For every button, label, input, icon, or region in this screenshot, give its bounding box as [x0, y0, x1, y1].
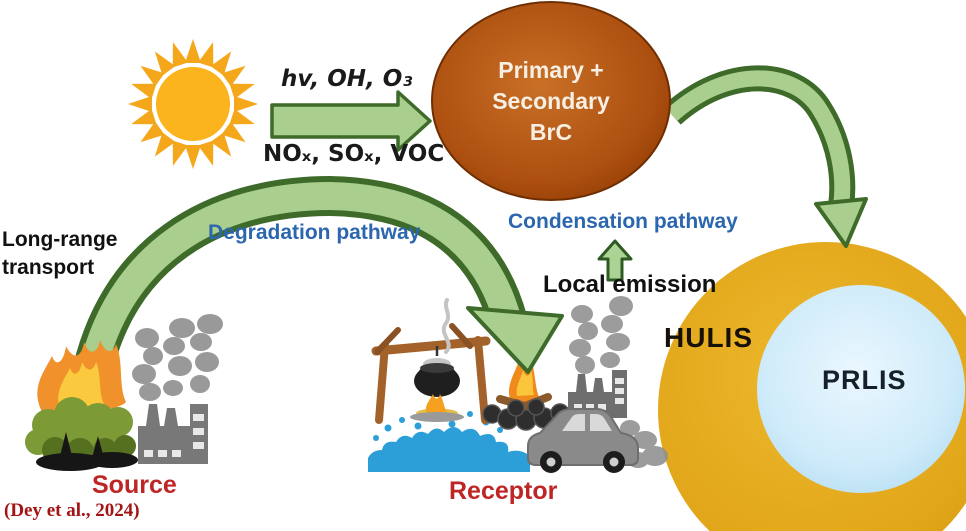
brc-line-2: Secondary: [492, 88, 610, 114]
local-emission-label: Local emission: [543, 271, 717, 298]
car-icon: [527, 408, 639, 473]
prlis-circle: [757, 285, 965, 493]
factory-icon: [138, 404, 208, 464]
precursors-label: NOₓ, SOₓ, VOC: [263, 141, 445, 167]
prlis-label: PRLIS: [822, 365, 907, 395]
degradation-pathway-label: Degradation pathway: [208, 221, 421, 244]
hulis-label: HULIS: [664, 322, 753, 353]
photooxidants-label: hv, OH, O₃: [281, 66, 413, 92]
reaction-arrow: [270, 90, 432, 152]
degradation-arc-arrow: [70, 175, 528, 387]
brc-to-hulis-arc-arrow: [663, 65, 868, 248]
long-range-transport-label: Long-range transport: [2, 228, 118, 279]
citation-label: (Dey et al., 2024): [4, 500, 140, 521]
brc-line-3: BrC: [529, 119, 573, 145]
sun-icon: [128, 39, 258, 169]
source-label: Source: [92, 471, 177, 499]
local-emission-up-arrow: [597, 239, 633, 282]
condensation-pathway-label: Condensation pathway: [508, 210, 738, 233]
brc-node-label: Primary + Secondary BrC: [451, 55, 651, 148]
brc-line-1: Primary +: [498, 57, 604, 83]
smoke-icon: [132, 314, 223, 401]
degradation-arrowhead: [466, 306, 564, 374]
burning-vegetation-icon: [25, 340, 138, 471]
receptor-label: Receptor: [449, 477, 558, 505]
brc-ellipse: [431, 1, 671, 201]
cooking-pot-icon: [371, 298, 491, 424]
